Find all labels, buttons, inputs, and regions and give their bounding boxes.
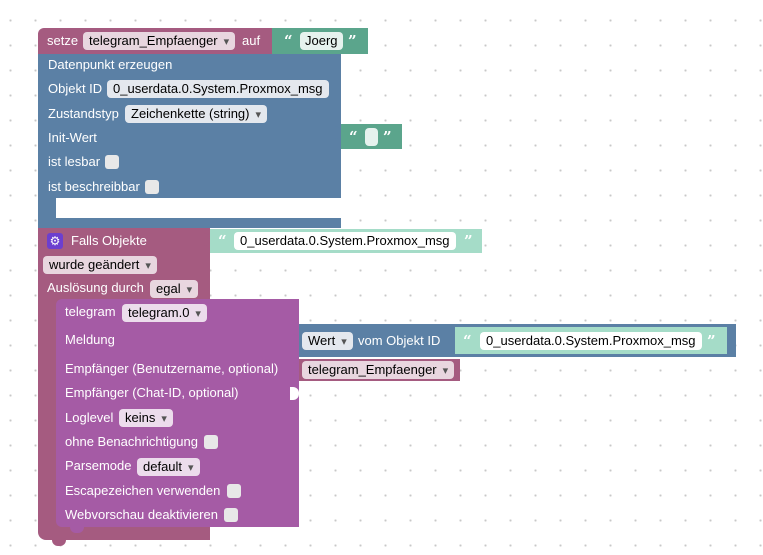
telegram-block-tab [70,527,84,533]
recipient-user-label: Empfänger (Benutzername, optional) [65,361,279,376]
writable-checkbox[interactable] [145,180,159,194]
init-open-quote-icon: “ [349,128,358,146]
state-type-dropdown[interactable]: Zeichenkette (string) [125,105,268,123]
recipient-user-notch [290,362,299,375]
trigger-object-value[interactable]: 0_userdata.0.System.Proxmox_msg [234,232,456,250]
init-close-quote-icon: ” [383,128,392,146]
text-value-joerg[interactable]: Joerg [300,32,343,50]
escape-checkbox[interactable] [227,484,241,498]
object-id-field[interactable]: 0_userdata.0.System.Proxmox_msg [107,80,329,98]
trigger-by-dropdown[interactable]: egal [150,280,199,298]
parsemode-label: Parsemode [65,458,132,473]
create-state-slot [56,198,341,218]
gear-icon[interactable]: ⚙ [47,233,63,249]
recipient-variable-dropdown[interactable]: telegram_Empfaenger [302,361,455,379]
preview-label: Webvorschau deaktivieren [65,507,218,522]
recipient-chat-label: Empfänger (Chat-ID, optional) [65,385,239,400]
recipient-variable-block[interactable]: telegram_Empfaenger [299,359,460,381]
telegram-block[interactable]: telegram telegram.0 Meldung Empfänger (B… [56,299,299,527]
recipient-chat-notch [290,387,299,400]
set-variable-block[interactable]: setze telegram_Empfaenger auf [38,28,272,54]
create-state-block-bottom [38,198,56,220]
trigger-title: Falls Objekte [71,233,147,248]
trigger-input-notch [201,233,210,246]
trigger-block-tab [52,540,66,546]
close-quote-icon: ” [348,32,357,50]
create-state-block-footer [38,218,341,228]
from-object-text-block[interactable]: “ 0_userdata.0.System.Proxmox_msg ” [455,327,727,354]
message-label: Meldung [65,332,115,347]
state-type-label: Zustandstyp [48,106,119,121]
silent-label: ohne Benachrichtigung [65,434,198,449]
init-text-value[interactable] [365,128,378,146]
init-value-label: Init-Wert [48,130,97,145]
from-object-value[interactable]: 0_userdata.0.System.Proxmox_msg [480,332,702,350]
silent-checkbox[interactable] [204,435,218,449]
telegram-label: telegram [65,304,116,319]
get-value-block[interactable]: Wert vom Objekt ID “ 0_userdata.0.System… [299,324,736,357]
value-dropdown[interactable]: Wert [302,332,353,350]
text-block-joerg[interactable]: “ Joerg ” [272,28,368,54]
init-input-notch [332,126,341,139]
readable-checkbox[interactable] [105,155,119,169]
set-prefix-label: setze [47,33,79,48]
message-input-notch [290,334,299,347]
trigger-open-quote-icon: “ [218,232,227,250]
loglevel-dropdown[interactable]: keins [119,409,173,427]
from-object-label: vom Objekt ID [358,333,441,348]
variable-dropdown[interactable]: telegram_Empfaenger [83,32,236,50]
create-state-block[interactable]: Datenpunkt erzeugen Objekt ID 0_userdata… [38,54,341,198]
preview-checkbox[interactable] [224,508,238,522]
create-state-title: Datenpunkt erzeugen [48,57,173,72]
condition-dropdown[interactable]: wurde geändert [43,256,157,274]
set-suffix-label: auf [242,33,261,48]
loglevel-label: Loglevel [65,410,114,425]
writable-label: ist beschreibbar [48,179,140,194]
trigger-object-text-block[interactable]: “ 0_userdata.0.System.Proxmox_msg ” [210,229,482,253]
text-block-empty[interactable]: “ ” [341,124,402,149]
trigger-by-label: Auslösung durch [47,280,144,295]
readable-label: ist lesbar [48,154,101,169]
trigger-close-quote-icon: ” [464,232,473,250]
parsemode-dropdown[interactable]: default [137,458,200,476]
object-id-label: Objekt ID [48,81,103,96]
escape-label: Escapezeichen verwenden [65,483,221,498]
open-quote-icon: “ [284,32,293,50]
from-close-quote-icon: ” [707,332,716,350]
from-open-quote-icon: “ [463,332,472,350]
telegram-instance-dropdown[interactable]: telegram.0 [122,304,207,322]
